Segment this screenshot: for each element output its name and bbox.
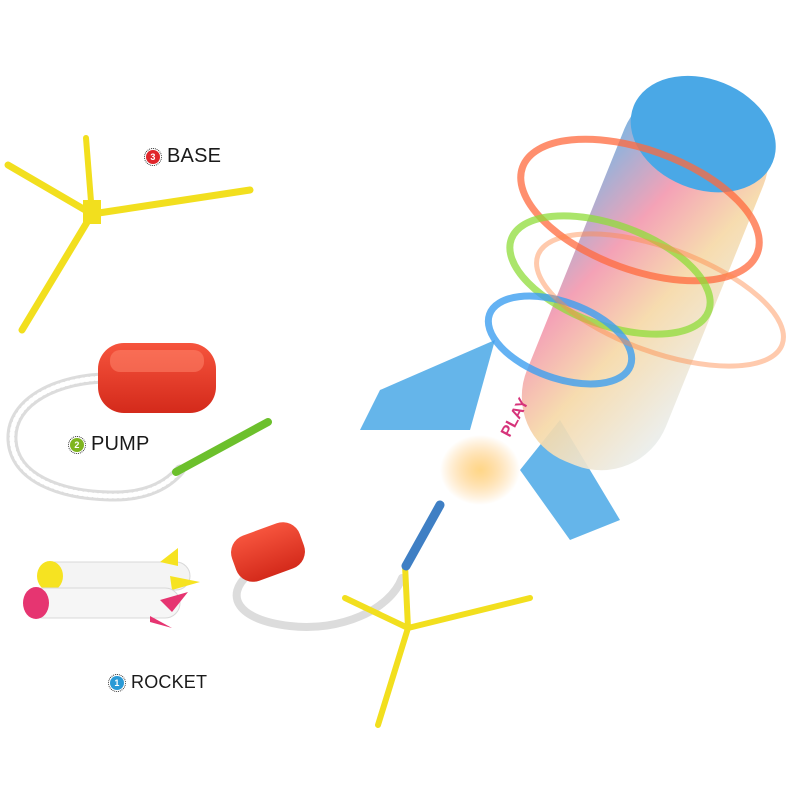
label-base: 3 BASE bbox=[144, 145, 222, 168]
label-pump-text: PUMP bbox=[91, 433, 150, 455]
label-base-number: 3 bbox=[144, 147, 162, 166]
label-rocket: 1 ROCKET bbox=[108, 672, 208, 693]
base-stand bbox=[4, 135, 254, 334]
flying-rocket: PLAY bbox=[360, 75, 786, 540]
assembled-launcher bbox=[231, 500, 533, 728]
label-base-text: BASE bbox=[167, 145, 222, 167]
launch-tube bbox=[172, 418, 272, 476]
pump-assembly bbox=[6, 343, 272, 502]
label-pump: 2 PUMP bbox=[68, 433, 150, 456]
foam-rockets bbox=[23, 548, 200, 628]
label-pump-number: 2 bbox=[68, 435, 86, 454]
foam-rocket-pink bbox=[23, 587, 188, 628]
label-rocket-text: ROCKET bbox=[131, 672, 208, 692]
foam-rocket-yellow bbox=[37, 548, 200, 591]
label-rocket-number: 1 bbox=[108, 673, 126, 692]
